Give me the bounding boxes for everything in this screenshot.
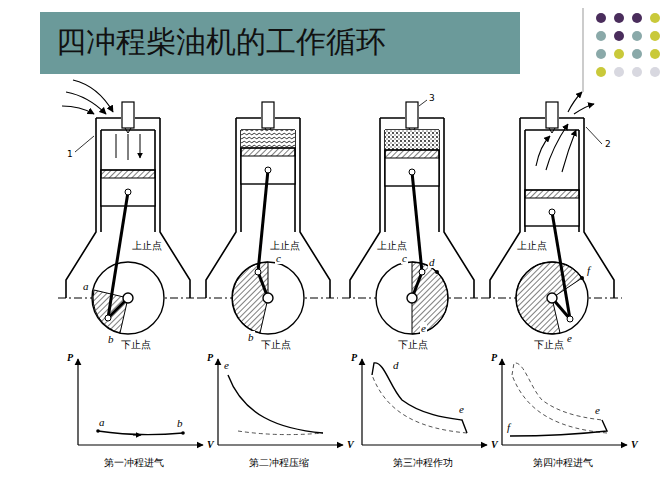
engine-compression [198,102,338,334]
axis-label: P [350,352,358,363]
point-letter: b [107,333,115,345]
point-letter: e [458,403,465,415]
stroke-caption: 第一冲程进气 [103,457,165,468]
callout-number: 1 [66,150,74,160]
axis-label: P [490,352,498,363]
point-letter: a [98,416,106,428]
point-letter: f [506,421,511,433]
engine-intake [58,80,198,334]
dead-center-label: 上止点 [516,240,548,251]
decor-dots [596,13,660,77]
dead-center-label: 下止点 [260,339,292,350]
stroke-caption: 第三冲程作功 [392,457,454,468]
axis-label: V [630,439,639,450]
pv-compression [218,359,343,445]
engine-power [342,100,482,334]
pv-power [362,359,487,445]
axis-label: V [346,439,355,450]
divider-line [583,8,584,92]
point-letter: b [176,417,184,429]
dead-center-label: 下止点 [533,339,565,350]
dead-center-label: 上止点 [131,240,163,251]
stroke-caption: 第二冲程压缩 [248,457,310,468]
point-letter: f [586,264,591,276]
axis-label: P [206,352,214,363]
axis-label: V [490,439,499,450]
point-letter: e [223,359,230,371]
dead-center-label: 下止点 [397,339,429,350]
point-letter: e [594,404,601,416]
point-letter: e [566,332,573,344]
point-letter: b [247,331,255,343]
point-letter: e [420,322,427,334]
dead-center-label: 下止点 [120,339,152,350]
engine-exhaust [482,92,622,334]
point-letter: c [275,252,282,264]
point-letter: c [401,252,408,264]
axis-label: P [66,352,74,363]
point-letter: d [392,359,400,371]
point-letter: a [82,280,90,292]
title-band [40,12,520,74]
pv-intake [78,359,203,445]
pv-exhaust [502,359,627,445]
axis-label: V [206,439,215,450]
callout-number: 2 [604,140,612,150]
dead-center-label: 上止点 [269,240,301,251]
point-letter: d [428,256,436,268]
slide-title: 四冲程柴油机的工作循环 [56,24,386,60]
dead-center-label: 上止点 [376,240,408,251]
stroke-caption: 第四冲程进气 [532,457,594,468]
callout-number: 3 [428,94,436,104]
